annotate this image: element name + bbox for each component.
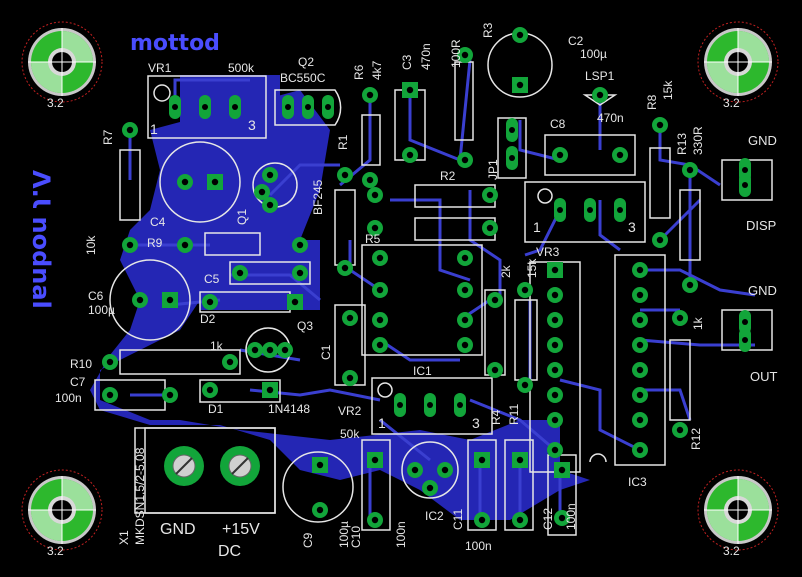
silkscreen-label: R11 [507,404,521,425]
bottom-layer-title: Λ.Ɩ nodnal [27,170,55,309]
silkscreen-label: 100µ [337,521,351,548]
silkscreen-label: 4k7 [370,60,384,80]
silkscreen-label: 15k [525,258,539,278]
silkscreen-label: DISP [746,218,776,233]
silkscreen-label: 100n [564,503,578,530]
silkscreen-label: Q3 [297,319,313,333]
silkscreen-label: C8 [550,117,566,131]
silkscreen-label: C5 [204,272,220,286]
silkscreen-label: Q1 [235,209,249,225]
silkscreen-label: 100µ [88,303,115,317]
silkscreen-label: C6 [88,289,104,303]
silkscreen-label: R12 [689,428,703,450]
silkscreen-label: IC3 [628,475,647,489]
silkscreen-label: LSP1 [585,69,615,83]
silkscreen-label: VR1 [148,61,172,75]
copper-traces [128,59,756,525]
silkscreen-label: GND [748,283,777,298]
silkscreen-label: +15V [222,521,260,538]
silkscreen-label: D1 [208,402,224,416]
silkscreen-label: R9 [147,236,163,250]
silkscreen-label: 3 [472,415,480,431]
silkscreen-label: C1 [319,344,333,360]
silkscreen-label: JP1 [486,159,500,180]
silkscreen-label: C7 [70,375,86,389]
silkscreen-label: VR3 [536,245,560,259]
silkscreen-label: 1 [533,219,541,235]
mount-hole-label: 3.2 [723,544,740,558]
silkscreen-label: 15k [661,80,675,100]
silkscreen-label: 2k [499,264,513,278]
silkscreen-outlines [94,32,773,536]
silkscreen-label: DC [218,543,241,560]
silkscreen-label: C9 [301,532,315,548]
silkscreen-label: D2 [200,312,216,326]
silkscreen-label: IC1 [413,364,432,378]
silkscreen-label: GND [748,133,777,148]
silkscreen-label: R10 [70,357,92,371]
bottom-layer-marker: mottod [130,31,220,56]
silkscreen-label: R5 [365,232,381,246]
silkscreen-label: 1 [150,121,158,137]
silkscreen-label: R4 [489,409,503,425]
silkscreen-label: C10 [349,526,363,548]
silkscreen-label: R1 [336,134,350,150]
silkscreen-label: R3 [481,22,495,38]
silkscreen-label: BC550C [280,71,326,85]
silkscreen-label: 100n [465,539,492,553]
silkscreen-label: MKDSN1,5/2-5,08 [133,447,147,545]
silkscreen-label: OUT [750,369,778,384]
mount-hole-label: 3.2 [47,544,64,558]
silkscreen-label: 3 [628,219,636,235]
silkscreen-label: C11 [451,509,465,530]
silkscreen-label: BF245 [311,179,325,215]
silkscreen-label: C4 [150,215,166,229]
silkscreen-label: R7 [101,129,115,145]
silkscreen-label: C2 [568,34,584,48]
silkscreen-label: C3 [400,54,414,70]
silkscreen-label: 100µ [580,47,607,61]
silkscreen-label: X1 [117,530,131,545]
silkscreen-label: 100n [55,391,82,405]
silkscreen-label: 500k [228,61,255,75]
silkscreen-label: 470n [419,43,433,70]
silkscreen-label: R13 [675,133,689,155]
silkscreen-label: GND [160,521,196,538]
silkscreen-label: 470n [597,111,624,125]
silkscreen-label: Q2 [298,55,314,69]
silkscreen-labels: VR1 500k 1 3 Q2 BC550C R6 4k7 C3 470n 10… [55,22,778,560]
silkscreen-label: 1N4148 [268,402,310,416]
silkscreen-label: 50k [340,427,360,441]
silkscreen-label: C12 [541,508,555,530]
silkscreen-label: 1 [378,415,386,431]
silkscreen-label: 10k [84,235,98,255]
mount-hole-label: 3.2 [723,96,740,110]
silkscreen-label: 100n [394,521,408,548]
silkscreen-label: R2 [440,169,456,183]
silkscreen-label: 100R [449,39,463,68]
silkscreen-label: 330R [691,126,705,155]
mount-hole-label: 3.2 [47,96,64,110]
silkscreen-label: VR2 [338,404,362,418]
silkscreen-label: 1k [210,339,224,353]
terminal-block-x1 [144,427,276,514]
silkscreen-label: R6 [352,64,366,80]
silkscreen-label: R8 [645,94,659,110]
silkscreen-label: 3 [248,117,256,133]
silkscreen-label: 1k [691,316,705,330]
silkscreen-label: IC2 [425,509,444,523]
